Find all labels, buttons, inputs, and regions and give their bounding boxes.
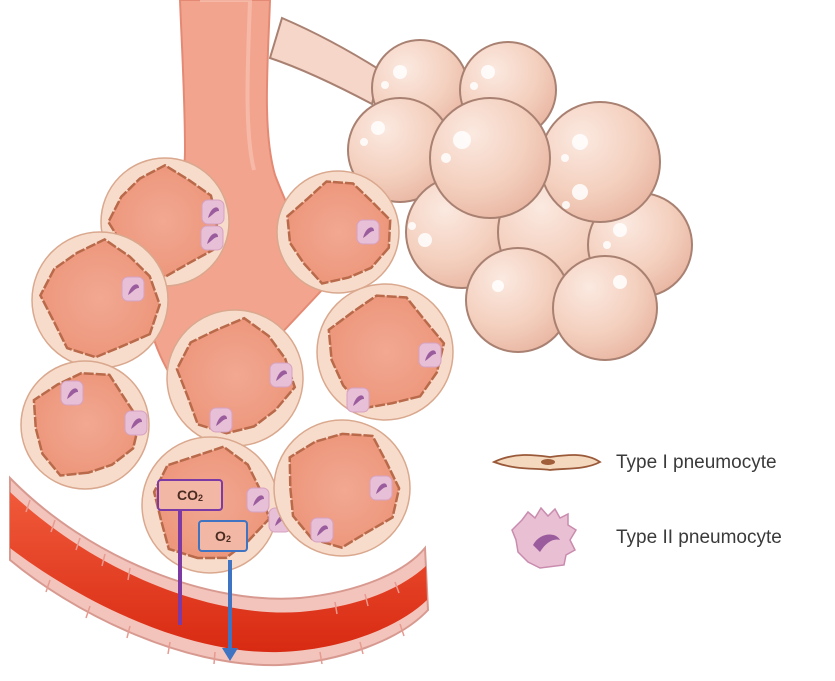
co2-label: CO2 (157, 479, 223, 511)
alveolus (32, 232, 168, 368)
type-ii-pneumocyte (210, 408, 232, 432)
alveolus (317, 284, 453, 420)
alveolus (274, 420, 410, 556)
legend-type2-label: Type II pneumocyte (616, 527, 782, 549)
type-ii-pneumocyte (125, 411, 147, 435)
type-ii-pneumocyte (370, 476, 392, 500)
type-ii-pneumocyte (201, 226, 223, 250)
type-ii-pneumocyte (122, 277, 144, 301)
type-ii-pneumocyte (347, 388, 369, 412)
type-ii-pneumocyte (247, 488, 269, 512)
type-ii-pneumocyte (357, 220, 379, 244)
type-ii-pneumocyte (61, 381, 83, 405)
type-ii-pneumocyte (202, 200, 224, 224)
o2-label-sub: 2 (226, 534, 231, 544)
o2-label-base: O (215, 528, 226, 544)
alveolus (21, 361, 149, 489)
legend-type1-icon (494, 455, 600, 470)
co2-label-sub: 2 (198, 493, 203, 503)
bronchiole-branch (270, 18, 380, 104)
legend-type1-label: Type I pneumocyte (616, 452, 777, 474)
type-ii-pneumocyte (311, 518, 333, 542)
o2-label: O2 (198, 520, 248, 552)
co2-label-base: CO (177, 487, 198, 503)
alveolus (277, 171, 399, 293)
legend-type2-icon (512, 508, 576, 568)
type-ii-pneumocyte (419, 343, 441, 367)
alveolus (167, 310, 303, 446)
type-ii-pneumocyte (270, 363, 292, 387)
